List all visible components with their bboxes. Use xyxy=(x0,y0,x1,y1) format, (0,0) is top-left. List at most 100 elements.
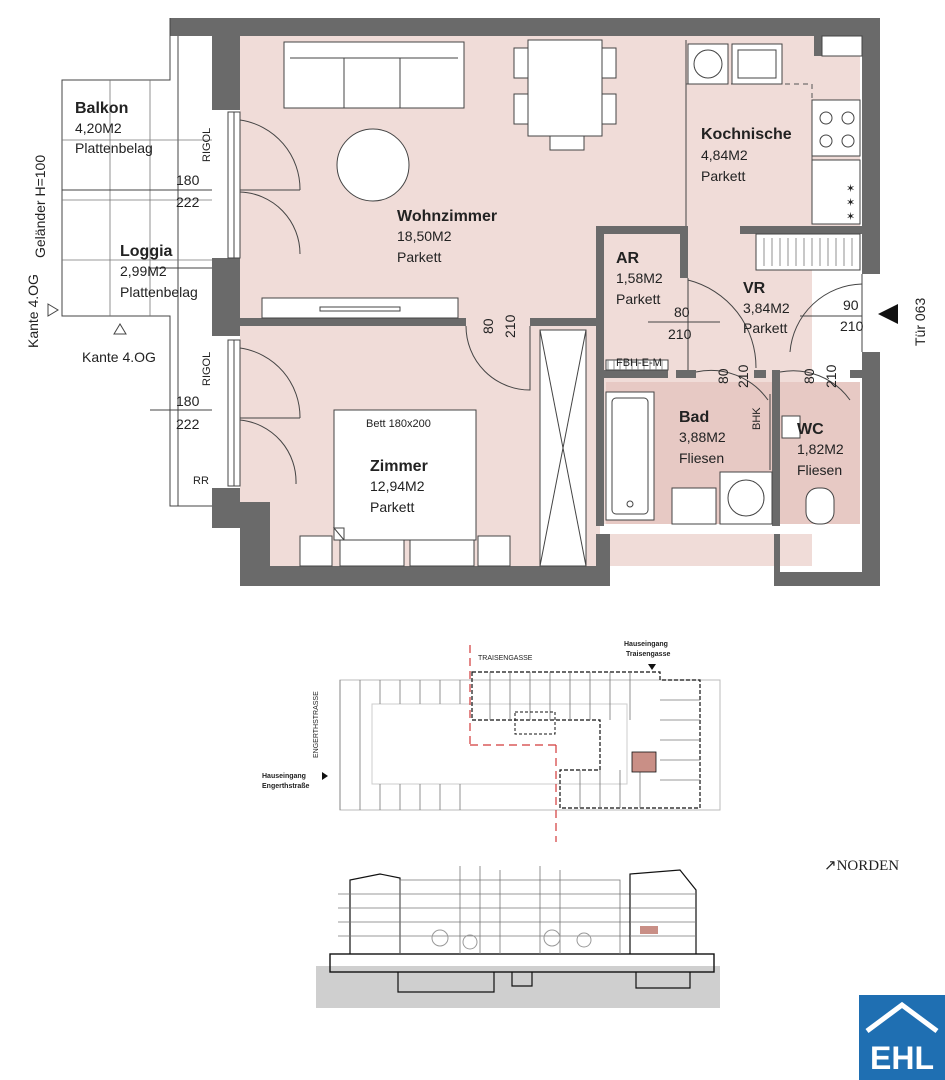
bathroom-fixtures xyxy=(605,369,851,525)
dining-table xyxy=(527,39,603,137)
hall-fixtures xyxy=(605,233,898,371)
north-label: NORDEN xyxy=(836,858,900,874)
unit-highlight-site xyxy=(631,751,657,773)
svg-text:3,84M2: 3,84M2 xyxy=(743,300,790,316)
room-label-balkon: Balkon 4,20M2 Plattenbelag xyxy=(75,100,153,156)
dim-wc-door-w: 80 xyxy=(801,368,817,384)
room-label-ar: AR 1,58M2 Parkett xyxy=(616,250,663,307)
wardrobe xyxy=(755,233,861,271)
svg-text:✶: ✶ xyxy=(846,211,855,223)
ehl-logo: EHL xyxy=(859,995,945,1080)
svg-text:✶: ✶ xyxy=(846,197,855,209)
site-hauseingang-engerthstrasse: Hauseingang xyxy=(262,773,306,780)
dim-ar-door-w: 80 xyxy=(674,304,690,320)
north-arrow-icon: ↗ xyxy=(824,858,837,874)
site-entry-engerthstrasse: Engerthstraße xyxy=(262,783,310,790)
site-plan xyxy=(322,645,721,842)
dim-window-top-h: 222 xyxy=(176,194,200,210)
living-room-furniture xyxy=(261,39,617,391)
balcony-structure xyxy=(47,18,301,507)
fbh-label: FBH-E-M xyxy=(616,357,662,369)
site-hauseingang-traisengasse: Hauseingang xyxy=(624,641,668,648)
north-indicator: ↗NORDEN xyxy=(824,856,899,875)
svg-text:4,84M2: 4,84M2 xyxy=(701,147,748,163)
svg-text:Plattenbelag: Plattenbelag xyxy=(75,140,153,156)
kante-bottom-label: Kante 4.OG xyxy=(82,349,156,365)
dim-bad-door-h: 210 xyxy=(735,364,751,388)
rr-label: RR xyxy=(193,475,209,487)
dim-window-bottom-w: 180 xyxy=(176,393,200,409)
room-label-bad: Bad 3,88M2 Fliesen xyxy=(679,409,726,466)
room-label-kochnische: Kochnische 4,84M2 Parkett xyxy=(701,126,792,184)
svg-text:Wohnzimmer: Wohnzimmer xyxy=(397,208,497,225)
dim-living-door-h: 210 xyxy=(502,314,518,338)
building-section xyxy=(316,866,720,1008)
logo-background xyxy=(859,995,945,1080)
svg-text:2,99M2: 2,99M2 xyxy=(120,263,167,279)
washing-machine xyxy=(719,471,773,525)
svg-text:Balkon: Balkon xyxy=(75,100,128,117)
dim-entry-door-w: 90 xyxy=(843,297,859,313)
svg-text:Parkett: Parkett xyxy=(370,499,414,515)
svg-text:Zimmer: Zimmer xyxy=(370,458,428,475)
toilet xyxy=(805,487,835,525)
site-label-engerthstrasse: ENGERTHSTRASSE xyxy=(313,691,320,758)
svg-text:AR: AR xyxy=(616,250,640,267)
svg-text:Plattenbelag: Plattenbelag xyxy=(120,284,198,300)
room-label-loggia: Loggia 2,99M2 Plattenbelag xyxy=(120,243,198,300)
dishwasher xyxy=(811,159,861,225)
bedroom-furniture xyxy=(299,329,587,567)
svg-text:Bad: Bad xyxy=(679,409,709,426)
bhk-label: BHK xyxy=(751,407,763,430)
room-label-zimmer: Zimmer 12,94M2 Parkett xyxy=(370,458,428,515)
dim-wc-door-h: 210 xyxy=(823,364,839,388)
dim-living-door-w: 80 xyxy=(480,318,496,334)
unit-highlight-section xyxy=(640,926,658,934)
svg-text:Kochnische: Kochnische xyxy=(701,126,792,143)
dim-ar-door-h: 210 xyxy=(668,326,692,342)
svg-text:WC: WC xyxy=(797,421,824,438)
dim-entry-door-h: 210 xyxy=(840,318,864,334)
svg-text:1,82M2: 1,82M2 xyxy=(797,441,844,457)
oven xyxy=(687,43,729,85)
rigol-label-bottom: RIGOL xyxy=(201,352,213,386)
gelaender-label: Geländer H=100 xyxy=(32,155,48,258)
dim-window-top-w: 180 xyxy=(176,172,200,188)
svg-text:Loggia: Loggia xyxy=(120,243,173,260)
svg-text:Parkett: Parkett xyxy=(616,291,660,307)
room-label-vr: VR 3,84M2 Parkett xyxy=(743,280,790,336)
svg-text:Parkett: Parkett xyxy=(743,320,787,336)
svg-text:1,58M2: 1,58M2 xyxy=(616,270,663,286)
dim-bad-door-w: 80 xyxy=(715,368,731,384)
sofa xyxy=(283,41,465,109)
room-label-wohnzimmer: Wohnzimmer 18,50M2 Parkett xyxy=(397,208,497,265)
site-entry-traisengasse: Traisengasse xyxy=(626,651,670,658)
floor-gap xyxy=(600,524,860,534)
entrance-marker xyxy=(878,304,898,324)
round-table xyxy=(336,128,410,202)
dim-window-bottom-h: 222 xyxy=(176,416,200,432)
walls xyxy=(170,18,880,586)
site-label-traisengasse: TRAISENGASSE xyxy=(478,655,533,662)
svg-text:3,88M2: 3,88M2 xyxy=(679,429,726,445)
svg-text:Parkett: Parkett xyxy=(701,168,745,184)
rigol-label-top: RIGOL xyxy=(201,128,213,162)
svg-text:✶: ✶ xyxy=(846,183,855,195)
bett-label: Bett 180x200 xyxy=(366,418,431,430)
cooktop xyxy=(811,99,861,157)
svg-text:Fliesen: Fliesen xyxy=(797,462,842,478)
kante-left-label: Kante 4.OG xyxy=(25,274,41,348)
svg-text:Fliesen: Fliesen xyxy=(679,450,724,466)
svg-text:VR: VR xyxy=(743,280,766,297)
logo-text: EHL xyxy=(870,1040,934,1076)
tuer-label: Tür 063 xyxy=(912,298,928,346)
svg-text:Parkett: Parkett xyxy=(397,249,441,265)
svg-text:12,94M2: 12,94M2 xyxy=(370,478,425,494)
svg-text:18,50M2: 18,50M2 xyxy=(397,228,452,244)
house-roof-icon xyxy=(865,1001,939,1034)
kitchen-furniture: ✶ ✶ ✶ xyxy=(685,35,863,226)
svg-text:4,20M2: 4,20M2 xyxy=(75,120,122,136)
room-label-wc: WC 1,82M2 Fliesen xyxy=(797,421,844,478)
washbasin xyxy=(671,487,717,525)
